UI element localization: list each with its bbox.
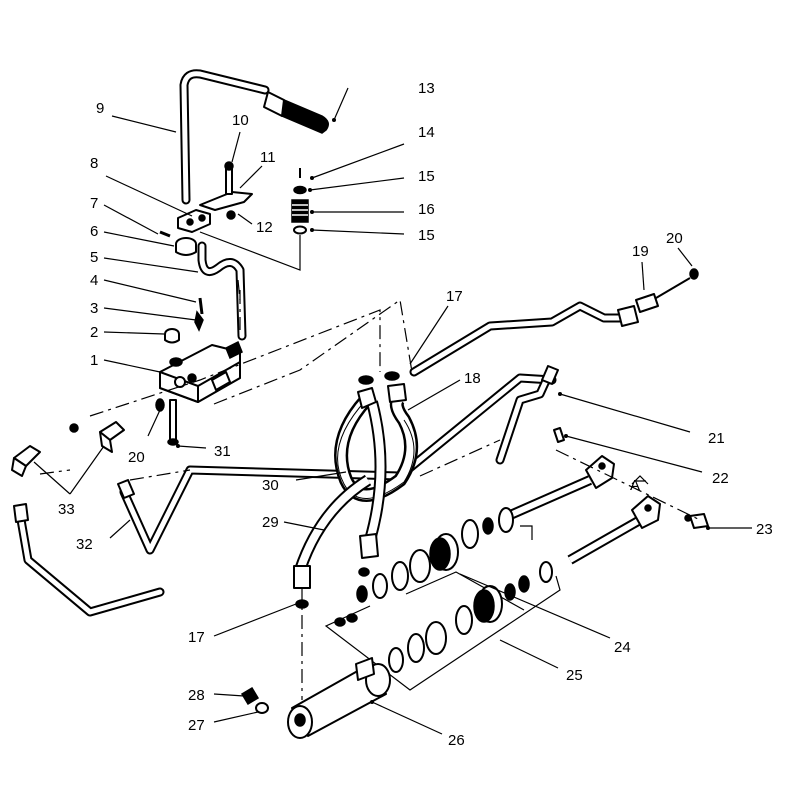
label-15-top: 15 <box>418 168 435 185</box>
label-33: 33 <box>58 501 75 518</box>
nut <box>226 210 236 220</box>
control-lever <box>179 69 270 205</box>
clevis-pin <box>684 513 709 529</box>
leader-dots <box>176 118 710 704</box>
label-26: 26 <box>448 732 465 749</box>
hydraulic-tube-upper <box>409 301 625 377</box>
label-5: 5 <box>90 249 98 266</box>
linkage-bracket <box>199 161 253 220</box>
label-11: 11 <box>260 149 276 166</box>
label-31: 31 <box>214 443 231 460</box>
label-29: 29 <box>262 514 279 531</box>
pin <box>159 230 171 238</box>
label-13: 13 <box>418 80 435 97</box>
cylinder-fittings <box>240 686 269 714</box>
label-18: 18 <box>464 370 481 387</box>
seal-kit-upper <box>356 507 514 603</box>
valve-bolt <box>169 399 177 441</box>
label-25: 25 <box>566 667 583 684</box>
control-valve <box>159 340 243 403</box>
label-6: 6 <box>90 223 98 240</box>
valve-link <box>197 241 247 341</box>
seal-kit-lower <box>334 561 553 673</box>
label-3: 3 <box>90 300 98 317</box>
elbow-fitting-left <box>11 445 41 477</box>
valve-fitting-nut <box>164 328 180 344</box>
label-20-right: 20 <box>666 230 683 247</box>
cylinder-rod-lower <box>567 495 661 565</box>
lever-grip <box>263 91 329 134</box>
label-23: 23 <box>756 521 773 538</box>
label-9: 9 <box>96 100 104 117</box>
label-30: 30 <box>262 477 279 494</box>
label-17-top: 17 <box>446 288 463 305</box>
label-2: 2 <box>90 324 98 341</box>
o-ring <box>155 398 165 412</box>
elbow-fitting-right <box>99 421 125 453</box>
detail-a-arrow <box>631 475 649 485</box>
cotter-pin <box>553 427 565 443</box>
bolt <box>225 167 233 195</box>
fitting <box>617 268 699 327</box>
label-17-bottom: 17 <box>188 629 205 646</box>
label-27: 27 <box>188 717 205 734</box>
label-16: 16 <box>418 201 435 218</box>
label-10: 10 <box>232 112 249 129</box>
label-15-bottom: 15 <box>418 227 435 244</box>
spring-stack <box>291 168 309 235</box>
label-19: 19 <box>632 243 649 260</box>
label-21: 21 <box>708 430 725 447</box>
cylinder-barrel <box>287 657 391 739</box>
label-7: 7 <box>90 195 98 212</box>
label-4: 4 <box>90 272 98 289</box>
label-20-left: 20 <box>128 449 145 466</box>
label-22: 22 <box>712 470 729 487</box>
cylinder-rod-upper <box>505 455 615 521</box>
label-24: 24 <box>614 639 631 656</box>
mount-plate <box>177 209 211 233</box>
label-14: 14 <box>418 124 435 141</box>
bushing <box>175 237 197 256</box>
label-12: 12 <box>256 219 273 236</box>
label-1: 1 <box>90 352 98 369</box>
label-32: 32 <box>76 536 93 553</box>
label-28: 28 <box>188 687 205 704</box>
label-8: 8 <box>90 155 98 172</box>
callout-labels: 1 2 3 4 5 6 7 8 9 10 11 12 13 14 15 15 1… <box>58 80 773 749</box>
valve-pin <box>194 310 204 332</box>
leader-lines <box>33 87 752 735</box>
detail-marker-a: A <box>630 477 640 494</box>
